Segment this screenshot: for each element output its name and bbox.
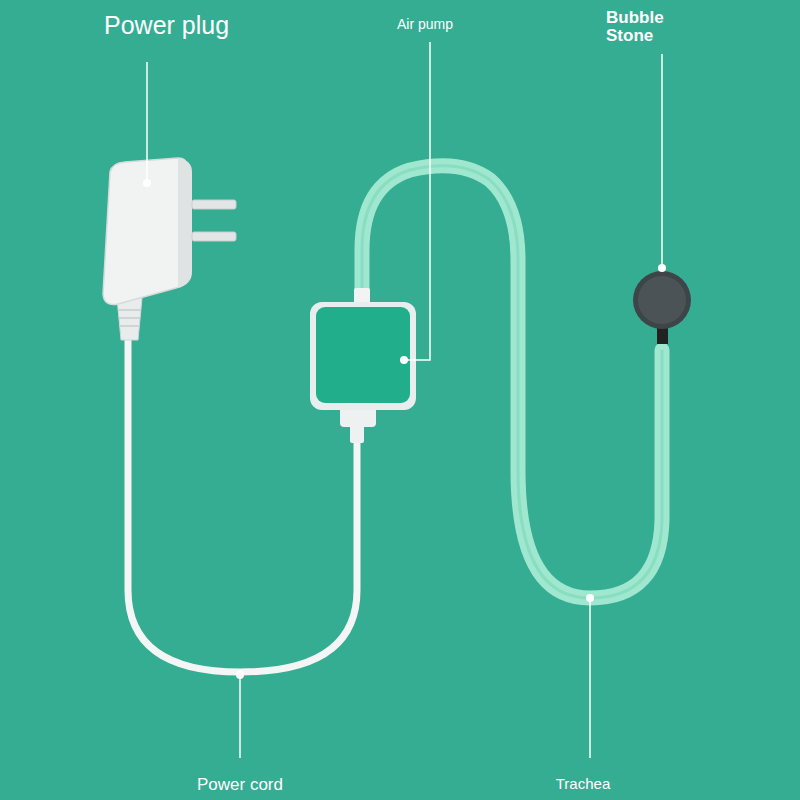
part-label: Air pump <box>397 17 453 32</box>
relief-ridges <box>119 310 140 326</box>
leader-dots <box>143 179 666 679</box>
pump-housing <box>310 302 416 410</box>
part-label: Trachea <box>556 776 610 792</box>
part-label: Power plug <box>104 12 229 38</box>
leader-lines <box>147 42 662 758</box>
part-label: Power cord <box>197 776 283 794</box>
plug-prong <box>192 232 236 241</box>
plug-prong <box>192 200 236 209</box>
plug-side <box>178 158 192 288</box>
cord-fitting <box>350 425 364 443</box>
bubble-stone <box>633 271 691 329</box>
stone-texture <box>638 276 686 324</box>
strain-relief <box>117 298 142 340</box>
pump-face <box>316 307 410 403</box>
part-label: Bubble Stone <box>606 9 686 45</box>
plug-body <box>103 158 188 305</box>
